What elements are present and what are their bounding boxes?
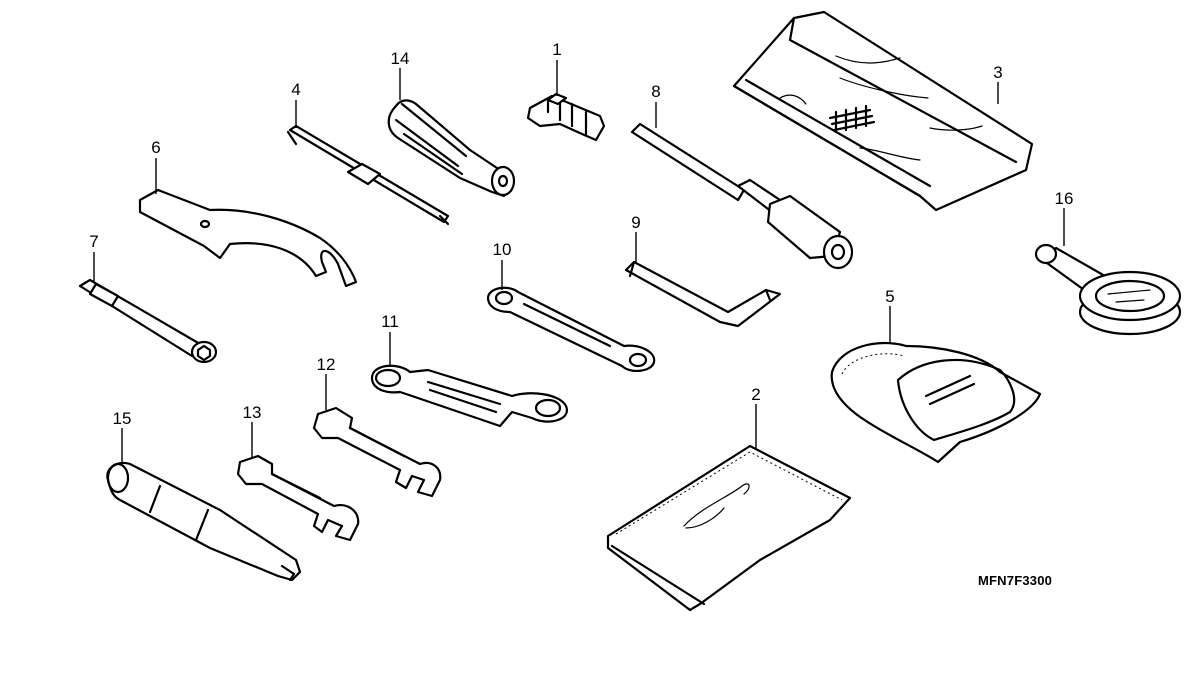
part-16-pressure-gauge bbox=[1034, 243, 1182, 336]
part-2-manual-case bbox=[606, 444, 852, 612]
part-9-hex-wrench bbox=[624, 260, 782, 328]
part-4-screwdriver-bit bbox=[286, 124, 450, 226]
callout-2: 2 bbox=[751, 385, 760, 404]
diagram-code: MFN7F3300 bbox=[978, 573, 1052, 588]
part-10-box-wrench bbox=[486, 286, 656, 372]
callout-11: 11 bbox=[381, 312, 399, 331]
callout-12: 12 bbox=[317, 355, 336, 374]
callout-3: 3 bbox=[993, 63, 1002, 82]
callout-13: 13 bbox=[243, 403, 262, 422]
callout-9: 9 bbox=[631, 213, 640, 232]
part-7-extension-bar bbox=[78, 278, 218, 364]
part-5-pouch bbox=[830, 342, 1042, 464]
callout-1: 1 bbox=[552, 40, 561, 59]
callout-6: 6 bbox=[151, 138, 160, 157]
part-13-open-wrench-small bbox=[236, 454, 360, 542]
callout-10: 10 bbox=[493, 240, 512, 259]
part-6-pin-spanner bbox=[138, 188, 358, 288]
part-8-socket-wrench bbox=[630, 122, 854, 270]
part-11-ring-wrench bbox=[370, 364, 568, 428]
callout-5: 5 bbox=[885, 287, 894, 306]
callout-14: 14 bbox=[391, 49, 410, 68]
part-1-fuse-puller bbox=[526, 92, 606, 142]
part-15-extension-pipe bbox=[106, 461, 302, 582]
callout-4: 4 bbox=[291, 80, 300, 99]
part-14-screwdriver-grip bbox=[387, 99, 516, 198]
part-3-tool-bag bbox=[732, 10, 1034, 212]
part-12-open-wrench bbox=[312, 406, 442, 498]
callout-7: 7 bbox=[89, 232, 98, 251]
callout-16: 16 bbox=[1055, 189, 1074, 208]
callout-15: 15 bbox=[113, 409, 132, 428]
callout-8: 8 bbox=[651, 82, 660, 101]
